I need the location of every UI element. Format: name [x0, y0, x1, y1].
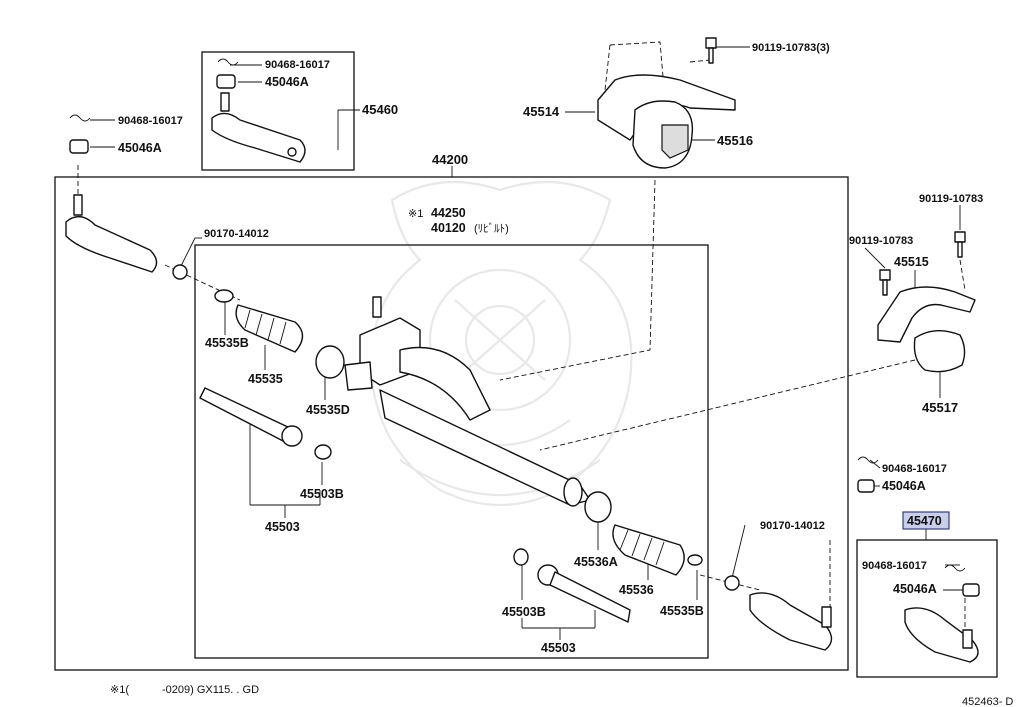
rack-boot-right-45536: [584, 491, 703, 576]
tie-rod-end-right: [724, 456, 879, 651]
label-45535b-a: 45535B: [205, 336, 249, 350]
label-45503-a: 45503: [265, 520, 300, 534]
steering-rack-housing: [344, 296, 591, 507]
label-90468-16017-d: 90468-16017: [862, 560, 927, 572]
diagram-code: 452463- D: [962, 696, 1013, 707]
label-90170-14012-a: 90170-14012: [204, 228, 269, 240]
label-45046a-b: 45046A: [118, 141, 162, 155]
inset-frame-45460: [201, 51, 355, 171]
bracket-45514: [597, 37, 736, 169]
label-90119-10783-c: 90119-10783: [849, 235, 913, 247]
label-45460: 45460: [362, 102, 398, 117]
label-45517: 45517: [922, 400, 958, 415]
rack-boot-left-45535: [214, 289, 345, 379]
label-44250: 44250: [431, 206, 466, 220]
label-90468-16017-a: 90468-16017: [265, 59, 330, 71]
label-40120-suffix: (ﾘﾋﾞﾙﾄ): [474, 222, 509, 235]
inner-tie-rod-left-45503: [199, 387, 332, 460]
assembly-frame-44200: [54, 176, 849, 671]
label-45046a-c: 45046A: [882, 479, 926, 493]
label-45516: 45516: [717, 133, 753, 148]
label-45535b-b: 45535B: [660, 604, 704, 618]
label-45046a-a: 45046A: [265, 75, 309, 89]
label-90170-14012-b: 90170-14012: [760, 520, 825, 532]
label-90468-16017-b: 90468-16017: [118, 115, 183, 127]
highlight-45470: [902, 511, 950, 530]
footnote-text: -0209) GX115. . GD: [162, 684, 259, 696]
label-45515: 45515: [894, 255, 929, 269]
tie-rod-end-45460: [211, 58, 306, 163]
label-44200: 44200: [432, 152, 468, 167]
footnote-mark: ※1(: [110, 684, 129, 696]
label-40120: 40120: [431, 221, 466, 235]
label-45503-b: 45503: [541, 641, 576, 655]
label-note-mark: ※1: [408, 208, 423, 220]
tie-rod-end-45470: [904, 564, 980, 663]
label-90468-16017-c: 90468-16017: [882, 463, 947, 475]
watermark-emblem: [370, 180, 633, 507]
label-45503b-a: 45503B: [300, 487, 344, 501]
label-90119-10783-3: 90119-10783(3): [752, 42, 830, 54]
label-45503b-b: 45503B: [502, 605, 546, 619]
assembly-frame-44250: [194, 244, 709, 659]
label-45536: 45536: [619, 583, 654, 597]
label-45470: 45470: [907, 514, 942, 528]
tie-rod-end-left: [65, 114, 188, 280]
inner-tie-rod-right-45503: [513, 548, 631, 623]
bracket-45515: [877, 231, 976, 373]
label-45536a: 45536A: [574, 555, 618, 569]
label-45535: 45535: [248, 372, 283, 386]
inset-frame-45470: [856, 539, 998, 678]
part-labels: 90468-16017 45046A 45460 90468-16017 450…: [118, 42, 983, 655]
label-45046a-d: 45046A: [893, 582, 937, 596]
label-90119-10783-b: 90119-10783: [919, 193, 983, 205]
label-45514: 45514: [523, 104, 560, 119]
label-45535d: 45535D: [306, 403, 350, 417]
